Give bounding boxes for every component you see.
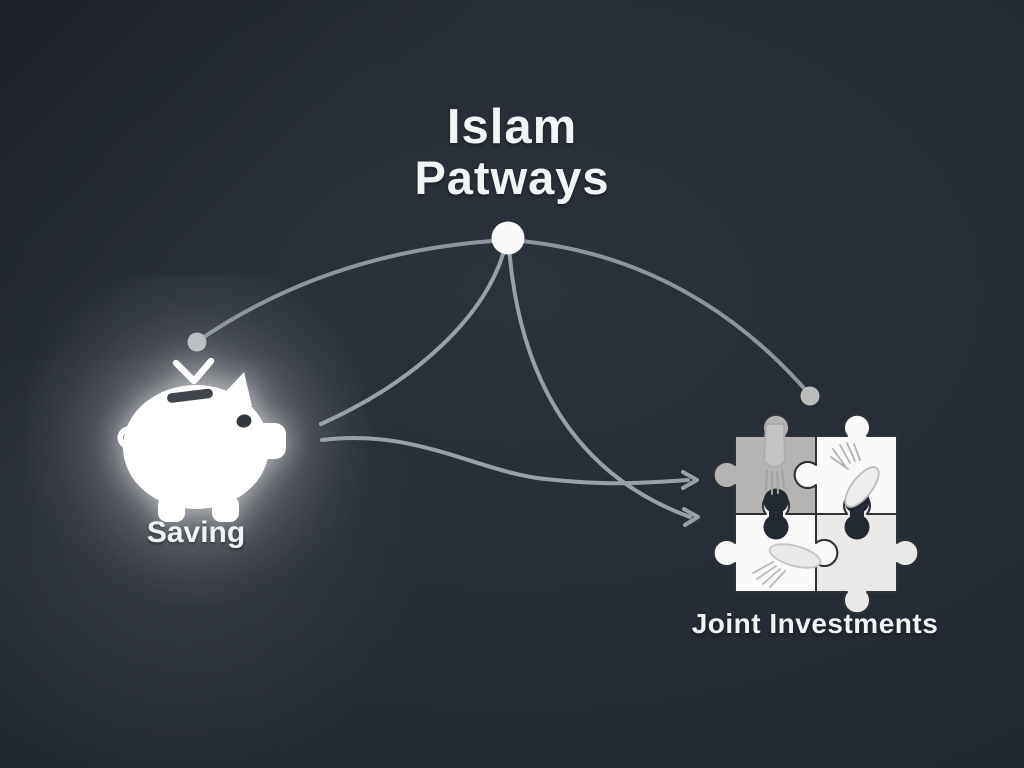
pig-eye (236, 414, 252, 428)
endpoint-dot-joint (800, 386, 820, 406)
endpoint-dot-saving (187, 332, 207, 352)
arrowhead-icon (681, 470, 699, 490)
coin-slot (167, 388, 213, 403)
title-line-2: Patways (414, 151, 610, 204)
hand-sketch (830, 442, 880, 508)
saving-label: Saving (146, 516, 246, 549)
connector-hub-to-saving-curve (319, 245, 507, 426)
arrowhead-icon (682, 507, 700, 527)
pig-body (123, 385, 269, 509)
piggy-bank-icon (117, 357, 286, 522)
connector-hub-to-saving-arc (196, 238, 509, 343)
hub-node-dot (491, 221, 525, 255)
connector-saving-to-joint-curve (320, 435, 690, 486)
joint-investments-label: Joint Investments (691, 608, 939, 639)
connector-lines (196, 238, 812, 527)
connector-hub-to-joint-arc (508, 238, 812, 397)
endpoint-dots (187, 332, 820, 406)
hand-sketch (763, 423, 786, 495)
puzzle-icon (712, 413, 920, 615)
diagram-title: Islam Patways (0, 100, 1024, 202)
connector-hub-to-joint-curve (507, 245, 692, 519)
hand-sketch (752, 543, 822, 588)
coin-chevron-down-icon (172, 357, 215, 385)
title-line-1: Islam (446, 100, 578, 154)
